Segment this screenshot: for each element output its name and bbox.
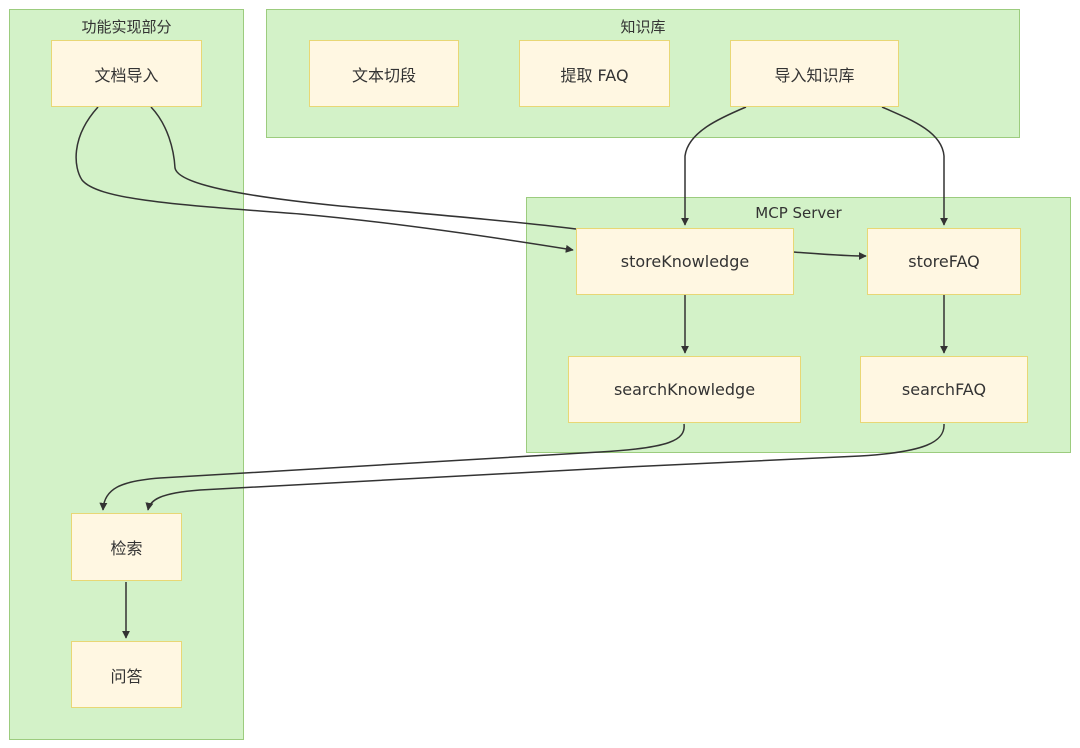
node-store-faq: storeFAQ (867, 228, 1021, 295)
node-store-knowledge: storeKnowledge (576, 228, 794, 295)
node-extract-faq: 提取 FAQ (519, 40, 670, 107)
node-search-knowledge: searchKnowledge (568, 356, 801, 423)
node-doc-import: 文档导入 (51, 40, 202, 107)
cluster-features-title: 功能实现部分 (81, 18, 172, 36)
cluster-mcp-server-title: MCP Server (755, 204, 842, 222)
node-text-split: 文本切段 (309, 40, 459, 107)
cluster-features: 功能实现部分 (9, 9, 244, 740)
node-import-kb: 导入知识库 (730, 40, 899, 107)
node-retrieve: 检索 (71, 513, 182, 581)
node-qa: 问答 (71, 641, 182, 708)
node-search-faq: searchFAQ (860, 356, 1028, 423)
cluster-knowledge-base-title: 知识库 (620, 18, 666, 36)
